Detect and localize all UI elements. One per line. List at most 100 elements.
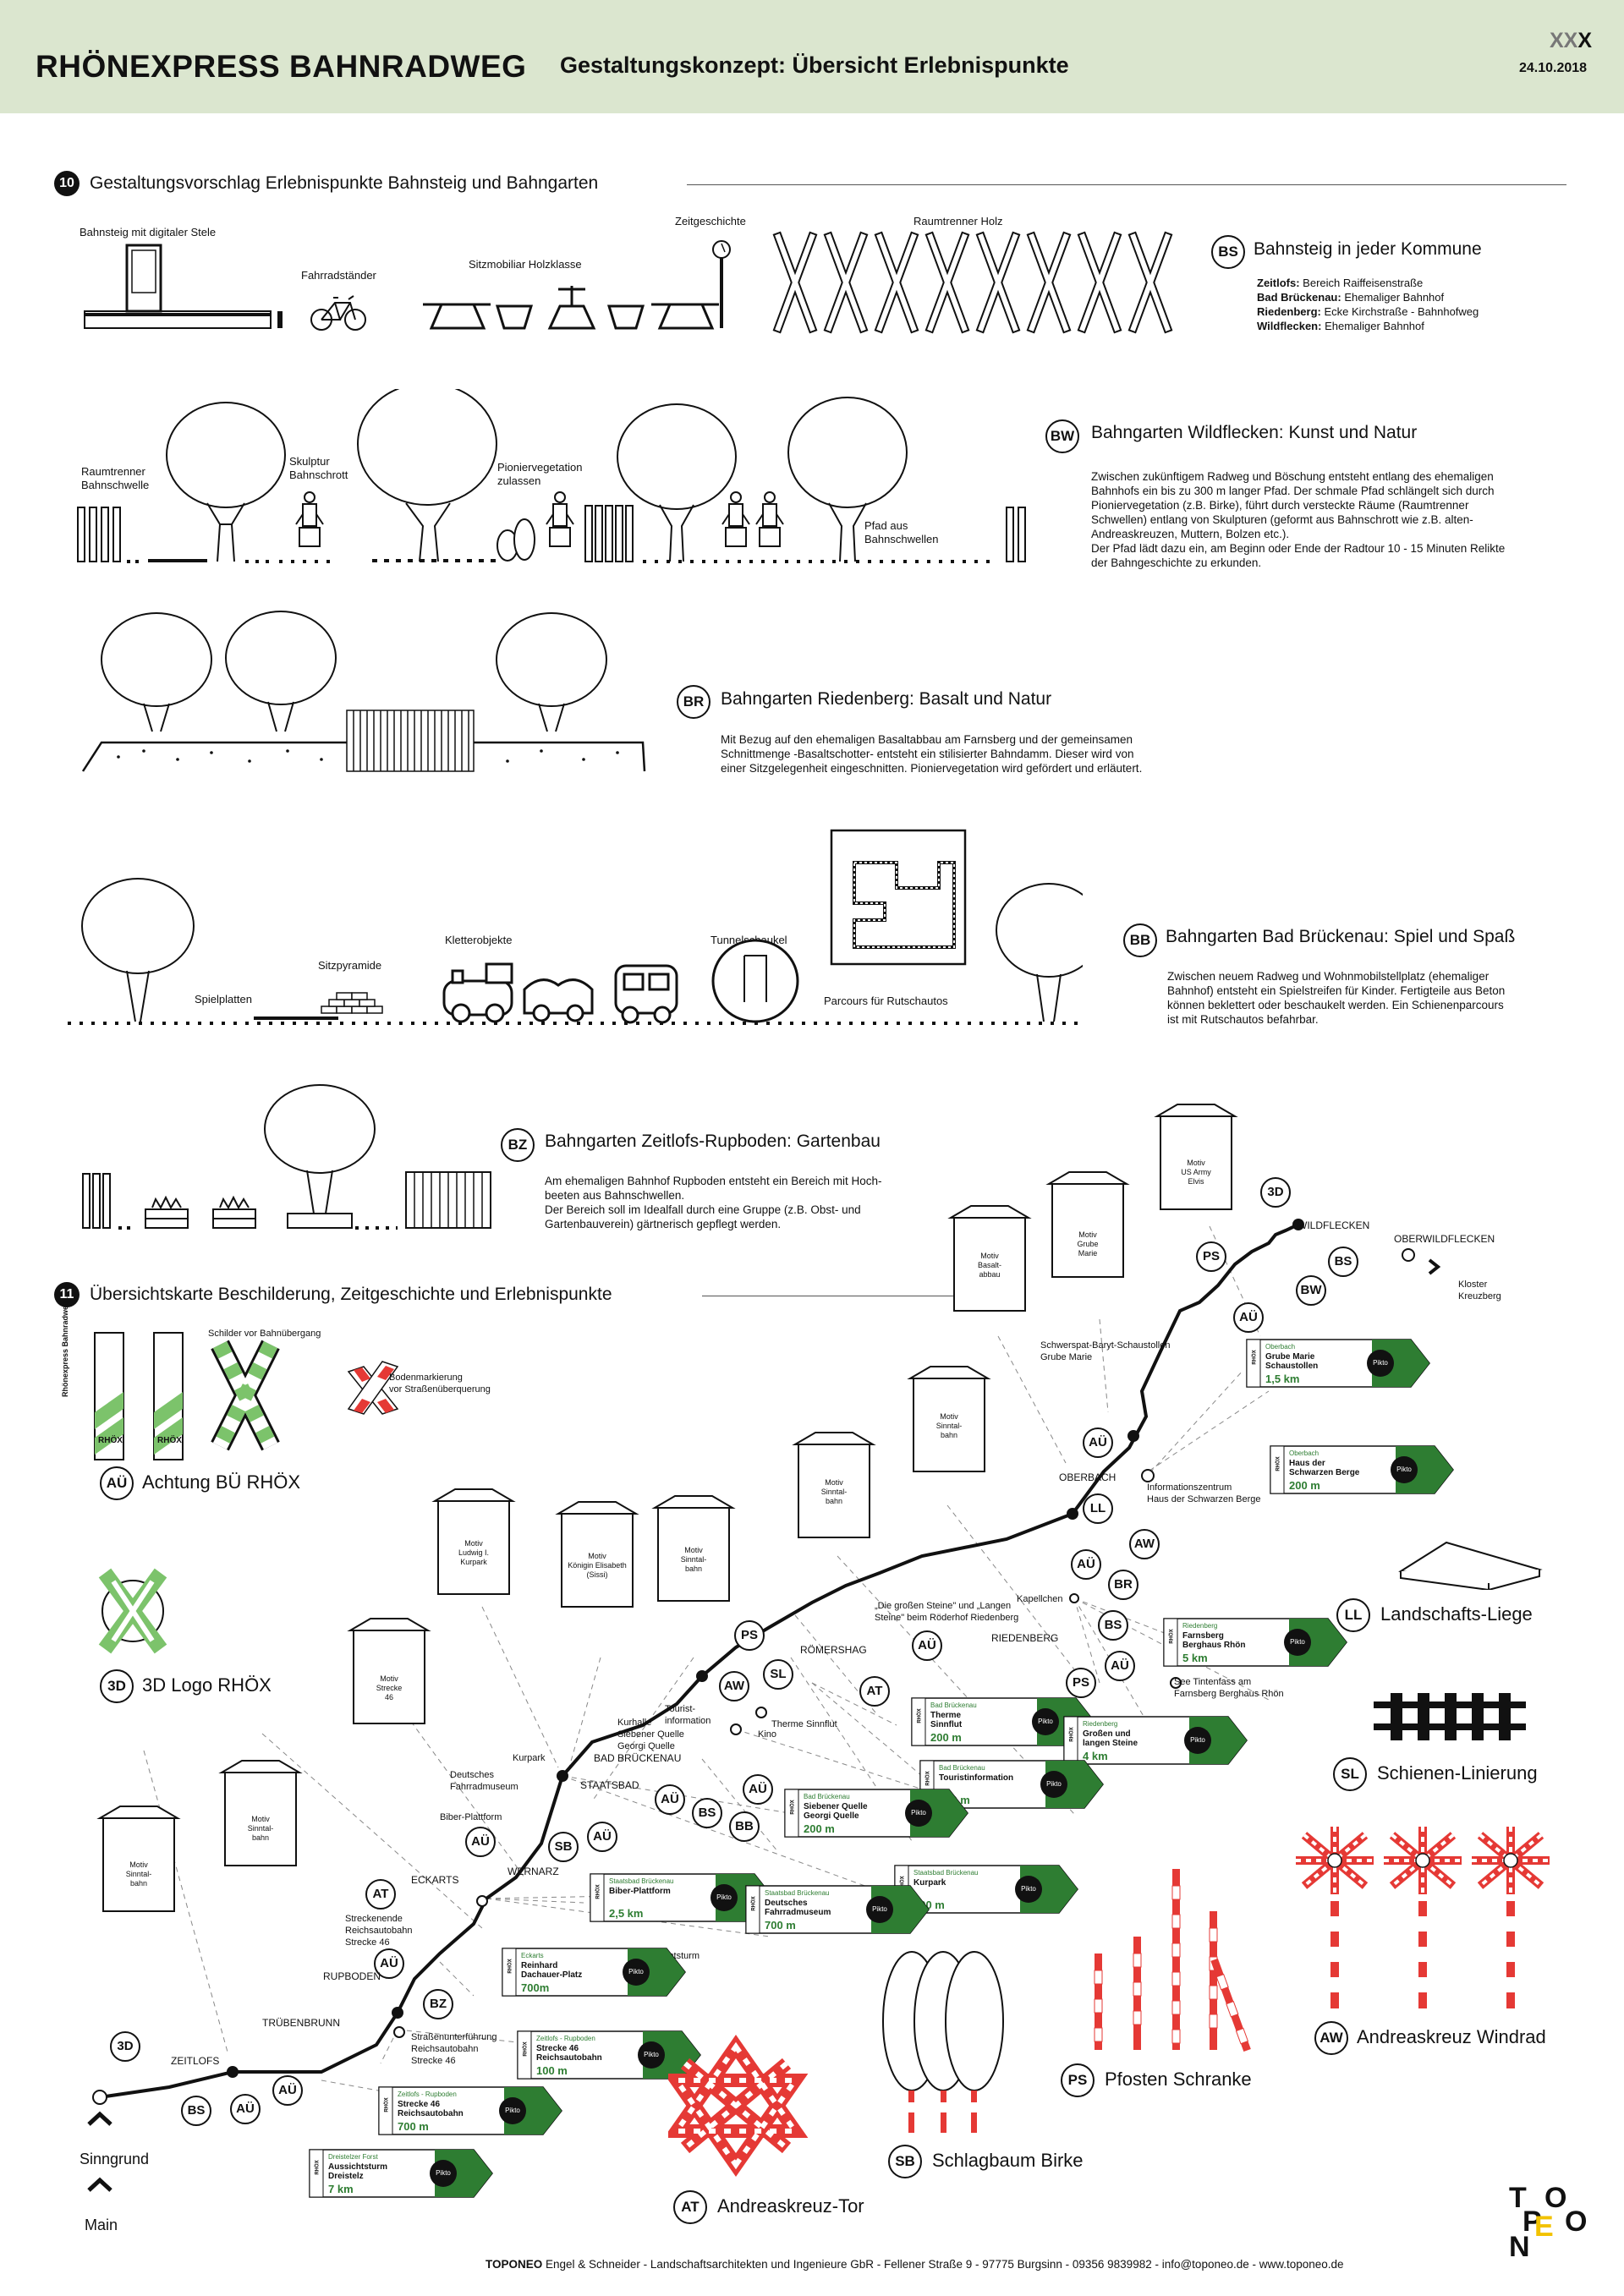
place-eckarts: ECKARTS (411, 1874, 459, 1886)
sign-distance: 200 m (804, 1822, 835, 1835)
map-badge-ps: PS (1066, 1668, 1096, 1698)
sign-text: Kurpark (914, 1878, 946, 1888)
place-badbrueckenau: BAD BRÜCKENAU (594, 1752, 682, 1764)
place-sinngrund: Sinngrund (80, 2151, 150, 2167)
map-badge-au: AÜ (272, 2075, 303, 2106)
map-badge-bb: BB (729, 1811, 760, 1842)
map-badge-bs: BS (692, 1798, 722, 1828)
pikto-icon: Pikto (623, 1959, 650, 1986)
sign-distance: 100 m (536, 2064, 568, 2077)
badge-aw: AW (1314, 2021, 1348, 2055)
pikto-icon: Pikto (430, 2160, 457, 2187)
sign-text: Touristinformation (939, 1773, 1014, 1783)
map-badge-bw: BW (1296, 1275, 1326, 1306)
badge-bw: BW (1045, 419, 1079, 453)
page-title: RHÖNEXPRESS BAHNRADWEG (36, 49, 527, 84)
sign-brand: RHÖX (508, 1959, 513, 1974)
sign-tag: Riedenberg (1083, 1720, 1118, 1728)
route-map (87, 1104, 1441, 2192)
map-badge-ps: PS (734, 1620, 765, 1651)
label-sitzpyramide: Sitzpyramide (318, 959, 382, 972)
place-wernarz: WERNARZ (508, 1866, 559, 1877)
toponeo-logo: T P O N E O (1509, 2182, 1588, 2263)
map-badge-br: BR (1108, 1570, 1138, 1600)
place-riedenberg: RIEDENBERG (991, 1632, 1059, 1644)
map-badge-3d: 3D (110, 2031, 140, 2062)
bz-illustration (82, 1084, 491, 1230)
place-kapellchen: Kapellchen (1017, 1594, 1063, 1604)
map-badge-au: AÜ (374, 1948, 404, 1979)
place-kino: Kino (758, 1729, 777, 1740)
sign-brand: RHÖX (1276, 1456, 1281, 1471)
place-biber: Biber-Plattform (440, 1812, 502, 1822)
legend-at-text: Andreaskreuz-Tor (717, 2195, 864, 2217)
3d-logo-illustration (98, 1568, 167, 1654)
sign-brand: RHÖX (917, 1708, 923, 1723)
badge-at: AT (673, 2190, 707, 2224)
sign-tag: Staatsbad Brückenau (914, 1869, 979, 1877)
sign-distance: 700 m (398, 2120, 429, 2133)
place-oberbach: OBERBACH (1059, 1471, 1116, 1483)
map-badge-au: AÜ (1071, 1549, 1101, 1580)
legend-sl-text: Schienen-Linierung (1377, 1762, 1538, 1784)
pfosten-schranke-illustration (1094, 1869, 1251, 2052)
page-subtitle: Gestaltungskonzept: Übersicht Erlebnispu… (560, 52, 1069, 78)
label-parcours: Parcours für Rutschautos (824, 995, 948, 1007)
place-zeitlofs: ZEITLOFS (171, 2055, 220, 2067)
sign-tag: Oberbach (1265, 1343, 1296, 1351)
badge-bz: BZ (501, 1128, 535, 1162)
bs-line: Riedenberg: Ecke Kirchstraße - Bahnhofwe… (1257, 305, 1479, 318)
map-badge-au: AÜ (1233, 1302, 1264, 1333)
label-bahnsteig: Bahnsteig mit digitaler Stele (80, 226, 217, 238)
badge-sb: SB (888, 2145, 922, 2178)
sign-brand: RHÖX (1169, 1629, 1175, 1644)
sign-brand: RHÖX (595, 1884, 601, 1899)
mark-black: X (1577, 29, 1593, 52)
map-badge-au: AÜ (1083, 1427, 1113, 1458)
sign-brand: RHÖX (523, 2041, 529, 2057)
sign-distance: 200 m (930, 1731, 962, 1744)
pikto-icon: Pikto (1391, 1456, 1418, 1483)
legend-3d-text: 3D Logo RHÖX (142, 1674, 272, 1696)
section-number-11: 11 (54, 1282, 80, 1307)
sign-brand: RHÖX (751, 1896, 757, 1911)
map-badge-ll: LL (1083, 1493, 1113, 1524)
schienen-illustration (1374, 1693, 1526, 1740)
badge-ll: LL (1336, 1598, 1370, 1632)
map-badge-3d: 3D (1260, 1177, 1291, 1208)
pikto-icon: Pikto (1015, 1876, 1042, 1903)
footer: TOPONEO Engel & Schneider - Landschaftsa… (486, 2258, 1344, 2271)
map-badge-au: AÜ (230, 2094, 261, 2124)
place-rupboden: RUPBODEN (323, 1970, 381, 1982)
pikto-icon: Pikto (1040, 1771, 1067, 1798)
pikto-icon: Pikto (499, 2097, 526, 2124)
badge-bs: BS (1211, 235, 1245, 269)
bs-line: Zeitlofs: Bereich Raiffeisenstraße (1257, 277, 1424, 289)
sign-brand: RHÖX (315, 2160, 321, 2175)
post-brand-1: RHÖX (98, 1436, 123, 1445)
bs-list: Zeitlofs: Bereich Raiffeisenstraße Bad B… (1257, 276, 1479, 333)
section-title-10: Gestaltungsvorschlag Erlebnispunkte Bahn… (90, 173, 599, 193)
section-title-11: Übersichtskarte Beschilderung, Zeitgesch… (90, 1285, 612, 1304)
label-sitz: Sitzmobiliar Holzklasse (469, 258, 582, 271)
